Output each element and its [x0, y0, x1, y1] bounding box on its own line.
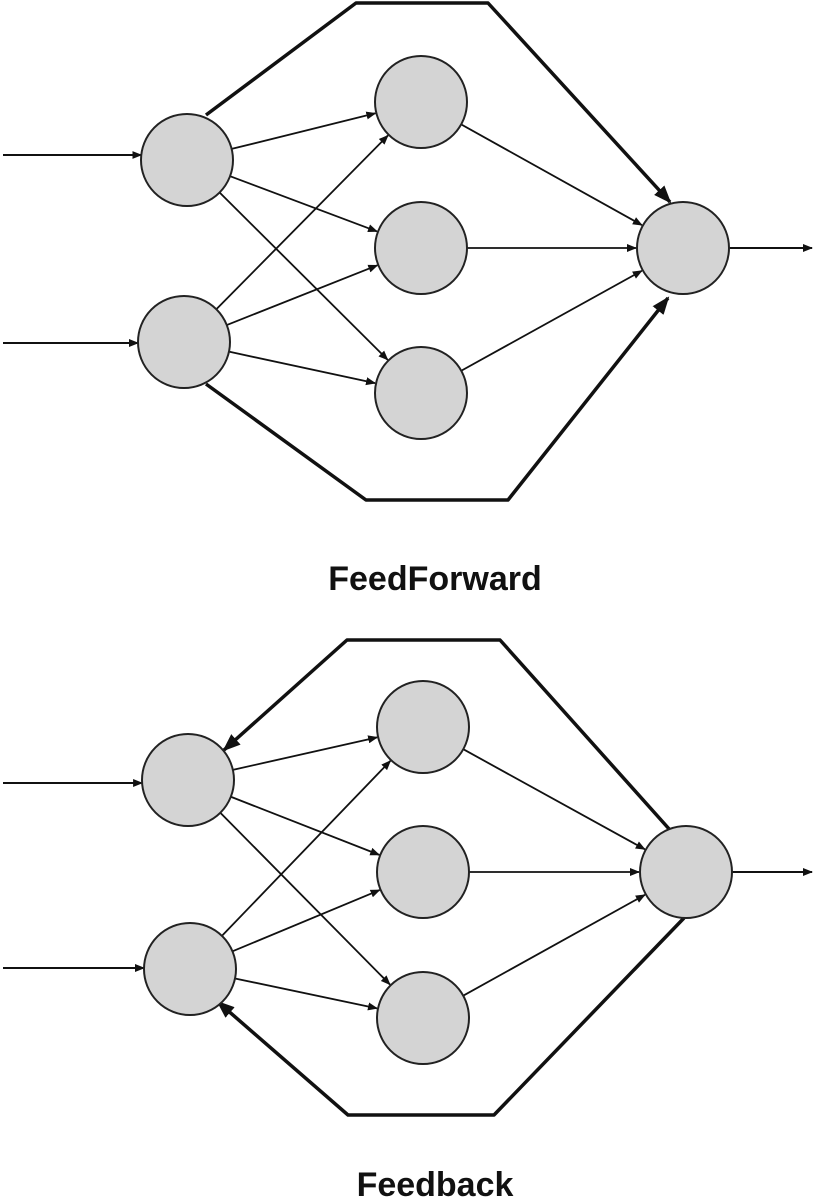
neuron-in1 [140, 113, 234, 207]
neuron-h1 [376, 680, 470, 774]
connection-in2-h1 [221, 760, 392, 937]
skip-connection-in1-out [204, 1, 672, 204]
connection-h1-out [462, 748, 646, 851]
connection-in1-h3 [218, 191, 389, 361]
feedback-connection-out-in2 [216, 916, 686, 1117]
connection-in1-h2 [230, 795, 381, 856]
feedback-connection-out-in1 [222, 638, 672, 832]
connection-in2-h2 [232, 889, 381, 953]
neuron-in2 [137, 295, 231, 389]
neuron-in2 [143, 922, 237, 1016]
feedback-network: Feedback [3, 638, 813, 1203]
connection-h3-out [462, 894, 646, 997]
connection-h1-out [460, 123, 643, 226]
neuron-h1 [374, 55, 468, 149]
connection-in1-h1 [231, 111, 377, 150]
connection-in1-h1 [232, 735, 379, 771]
feedforward-network: FeedForward [3, 1, 813, 598]
feedforward-caption: FeedForward [328, 560, 541, 598]
neuron-h2 [374, 201, 468, 295]
connection-in1-h2 [229, 175, 378, 233]
connection-h3-out [460, 269, 643, 372]
neuron-h2 [376, 825, 470, 919]
connection-in1-h3 [219, 812, 391, 986]
connection-in2-h3 [228, 350, 377, 386]
skip-connection-in2-out [204, 296, 670, 502]
connection-in2-h3 [234, 977, 378, 1011]
connection-in2-h2 [226, 264, 379, 326]
neuron-h3 [374, 346, 468, 440]
neuron-out [639, 825, 733, 919]
feedback-caption: Feedback [357, 1166, 514, 1203]
neuron-out [636, 201, 730, 295]
neuron-h3 [376, 971, 470, 1065]
neuron-in1 [141, 733, 235, 827]
connection-in2-h1 [215, 134, 389, 310]
